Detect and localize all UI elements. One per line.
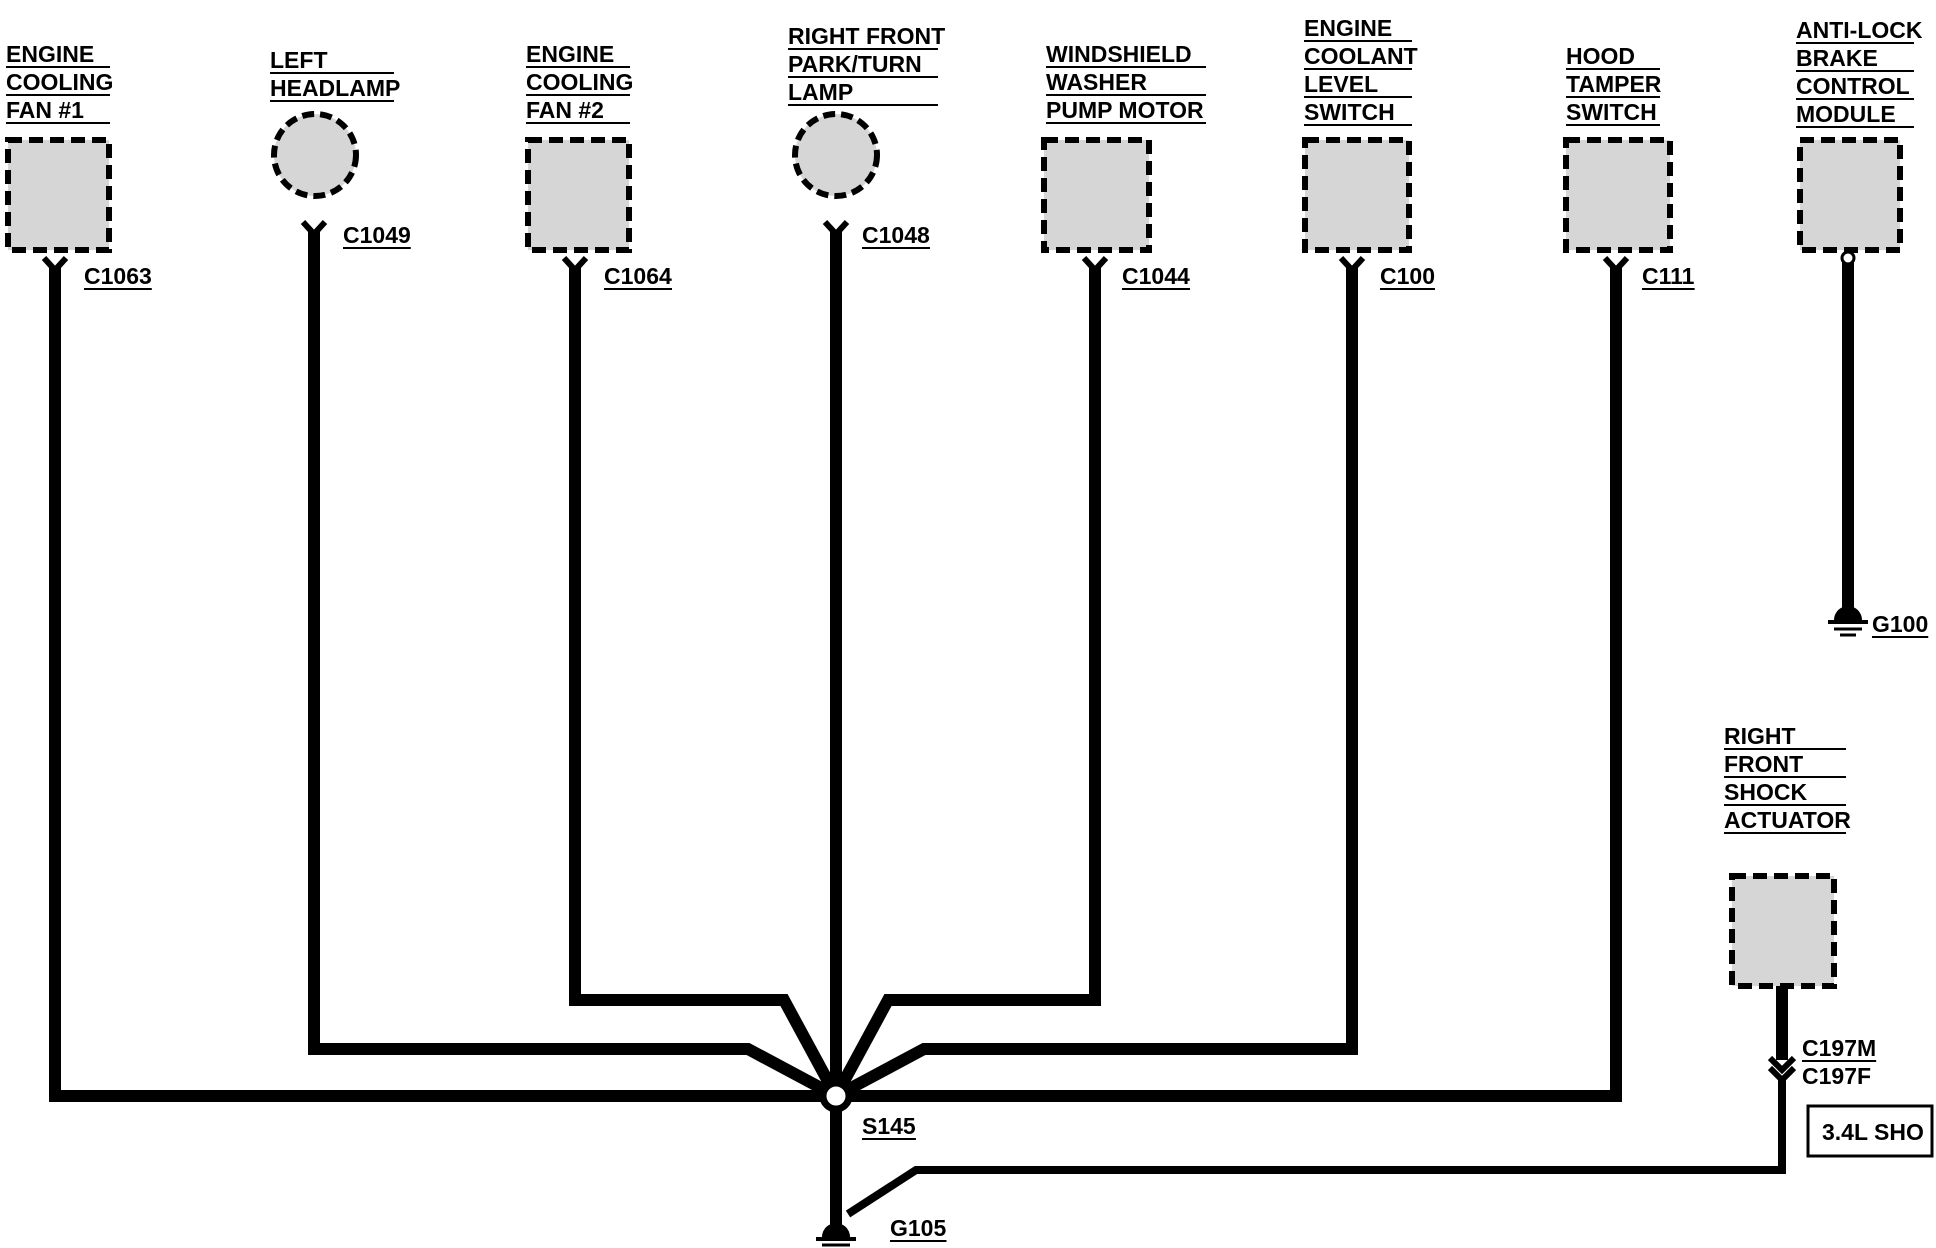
c1064-connector-icon [561, 255, 589, 275]
label-line: ENGINE [1304, 15, 1392, 41]
engine-cooling-fan-2-symbol [525, 137, 632, 253]
label-c100: C100 [1380, 263, 1435, 289]
label-line: COOLANT [1304, 43, 1418, 69]
label-line: PARK/TURN [788, 51, 922, 77]
c111-connector-icon [1602, 255, 1630, 275]
label-line: MODULE [1796, 101, 1896, 127]
label-line: FAN #1 [6, 97, 84, 123]
label-line: CONTROL [1796, 73, 1910, 99]
windshield-washer-pump-motor-symbol [1041, 137, 1152, 253]
label-line: ENGINE [526, 41, 614, 67]
label-c197m: C197M [1802, 1035, 1876, 1061]
label-line: BRAKE [1796, 45, 1878, 71]
ground-g105-icon [816, 1223, 856, 1247]
label-g105: G105 [890, 1215, 946, 1241]
label-line: ANTI-LOCK [1796, 17, 1923, 43]
option-note-text: 3.4L SHO [1822, 1119, 1924, 1145]
label-c1048: C1048 [862, 222, 930, 248]
c1049-connector-icon [300, 219, 328, 239]
label-line: PUMP MOTOR [1046, 97, 1204, 123]
label-underlines [6, 40, 1929, 1242]
wire-left-headlamp [308, 232, 839, 1102]
label-line: LAMP [788, 79, 853, 105]
label-c111: C111 [1642, 263, 1695, 289]
label-c1044: C1044 [1122, 263, 1190, 289]
label-line: COOLING [6, 69, 113, 95]
ground-g100-icon [1828, 606, 1868, 637]
c100-connector-icon [1338, 255, 1366, 275]
label-line: ACTUATOR [1724, 807, 1851, 833]
label-g100: G100 [1872, 611, 1928, 637]
label-line: TAMPER [1566, 71, 1662, 97]
label-line: SHOCK [1724, 779, 1807, 805]
label-line: RIGHT FRONT [788, 23, 945, 49]
c1048-connector-icon [822, 219, 850, 239]
engine-coolant-level-switch-symbol [1302, 137, 1412, 253]
c197-connector-icon [1767, 1055, 1797, 1085]
label-line: LEFT [270, 47, 328, 73]
splice-s145-icon [819, 1079, 853, 1113]
right-front-park-turn-lamp-symbol [792, 111, 880, 199]
anti-lock-brake-control-module-symbol [1797, 137, 1903, 253]
connector-symbols [41, 219, 1797, 1085]
wires [49, 232, 1854, 1225]
right-front-shock-actuator-symbol [1729, 873, 1837, 989]
id-labels: C1063 C1049 C1064 C1048 C1044 C100 C111 … [84, 222, 1928, 1241]
label-line: RIGHT [1724, 723, 1796, 749]
label-line: SWITCH [1304, 99, 1395, 125]
label-c197f: C197F [1802, 1063, 1871, 1089]
hood-tamper-switch-symbol [1563, 137, 1673, 253]
wire-hood-tamper-switch [836, 268, 1622, 1102]
label-line: COOLING [526, 69, 633, 95]
label-line: FAN #2 [526, 97, 604, 123]
wire-windshield-washer-pump-motor [830, 268, 1101, 1099]
label-line: WINDSHIELD [1046, 41, 1192, 67]
label-c1064: C1064 [604, 263, 672, 289]
label-line: HOOD [1566, 43, 1635, 69]
wire-engine-cooling-fan-2 [569, 268, 842, 1099]
wire-engine-coolant-level-switch [833, 268, 1358, 1102]
option-note-box [1806, 1104, 1934, 1158]
left-headlamp-symbol [271, 111, 359, 199]
wire-engine-cooling-fan-1 [49, 268, 836, 1102]
label-line: SWITCH [1566, 99, 1657, 125]
label-line: LEVEL [1304, 71, 1378, 97]
label-line: HEADLAMP [270, 75, 400, 101]
abs-module-pin-icon [1840, 250, 1856, 266]
wire-shock-actuator-ground [845, 1076, 1786, 1218]
label-c1063: C1063 [84, 263, 152, 289]
label-line: FRONT [1724, 751, 1803, 777]
label-c1049: C1049 [343, 222, 411, 248]
c1063-connector-icon [41, 255, 69, 275]
engine-cooling-fan-1-symbol [5, 137, 112, 253]
label-s145: S145 [862, 1113, 916, 1139]
label-line: ENGINE [6, 41, 94, 67]
c1044-connector-icon [1081, 255, 1109, 275]
label-line: WASHER [1046, 69, 1147, 95]
